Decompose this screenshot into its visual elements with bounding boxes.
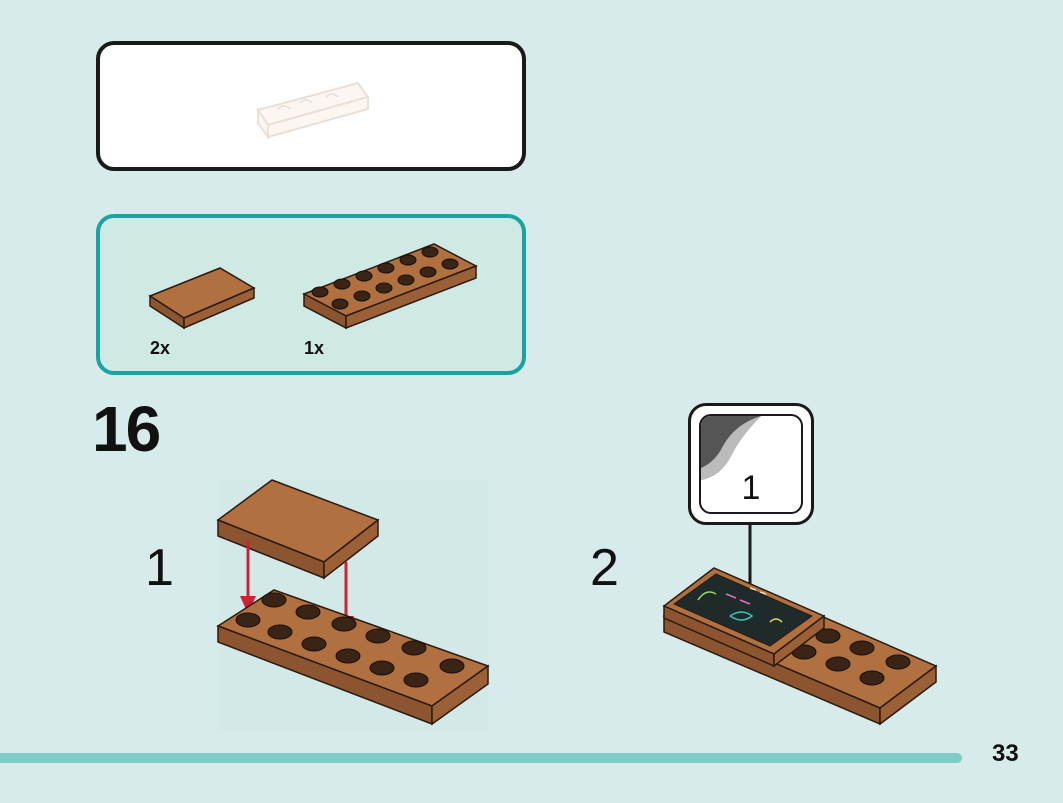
tile-part-icon [148, 267, 256, 330]
page-progress-bar [0, 753, 962, 763]
substep-2-illustration [662, 567, 938, 726]
substep-1-label: 1 [145, 539, 174, 597]
substep-2-label: 2 [590, 539, 619, 597]
tile-quantity: 2x [150, 338, 171, 358]
step-number: 16 [92, 393, 161, 465]
faded-sticker-preview [256, 81, 370, 141]
parts-list-box: 2x 1x [96, 214, 526, 375]
assembly-preview-box [96, 41, 526, 171]
sticker-sheet-icon: 1 [699, 414, 803, 514]
plate-quantity: 1x [304, 338, 325, 358]
sticker-number: 1 [741, 469, 761, 507]
sticker-callout: 1 [688, 403, 814, 525]
page-number: 33 [992, 740, 1019, 767]
substep-1-illustration [216, 479, 490, 730]
down-arrow-icon [240, 540, 256, 614]
plate-part-icon [302, 243, 478, 330]
